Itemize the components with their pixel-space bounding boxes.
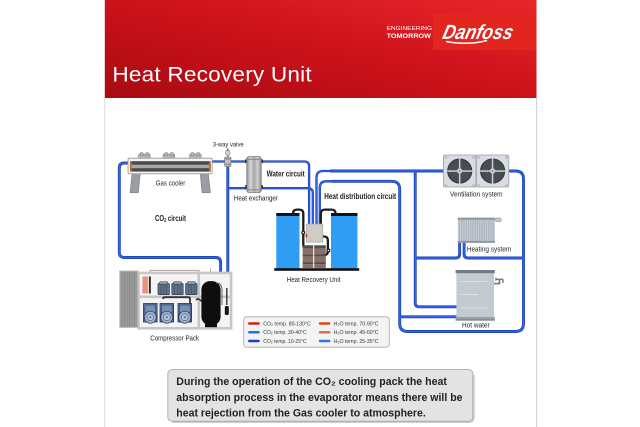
svg-text:H₂O temp. 70-90°C: H₂O temp. 70-90°C — [334, 322, 379, 328]
svg-text:Heat Recovery Unit: Heat Recovery Unit — [287, 277, 341, 284]
svg-text:Hot water: Hot water — [462, 322, 490, 329]
svg-text:CO₂ temp. 10-25°C: CO₂ temp. 10-25°C — [263, 339, 307, 345]
svg-text:CO₂ temp. 30-40°C: CO₂ temp. 30-40°C — [263, 330, 307, 336]
svg-text:CO2 circuit: CO2 circuit — [155, 214, 186, 224]
svg-text:H₂O temp. 45-60°C: H₂O temp. 45-60°C — [334, 330, 379, 336]
svg-text:Ventilation system: Ventilation system — [450, 192, 503, 199]
svg-text:heat rejection from the Gas co: heat rejection from the Gas cooler to at… — [176, 407, 425, 419]
svg-text:H₂O temp. 25-35°C: H₂O temp. 25-35°C — [334, 339, 379, 345]
svg-text:3-way valve: 3-way valve — [213, 141, 244, 148]
svg-text:ENGINEERING: ENGINEERING — [387, 26, 432, 32]
svg-text:Gas cooler: Gas cooler — [156, 181, 186, 188]
svg-text:During the operation of the CO: During the operation of the CO₂ cooling … — [176, 376, 447, 388]
svg-text:Heating system: Heating system — [467, 247, 512, 254]
svg-text:Danfoss: Danfoss — [440, 21, 516, 44]
svg-text:CO₂ temp. 80-130°C: CO₂ temp. 80-130°C — [263, 322, 311, 328]
svg-text:Heat distribution circuit: Heat distribution circuit — [324, 192, 396, 201]
svg-text:Heat Recovery Unit: Heat Recovery Unit — [112, 64, 312, 87]
svg-text:Compressor Pack: Compressor Pack — [150, 335, 199, 342]
svg-text:absorption process in the evap: absorption process in the evaporator mea… — [176, 392, 462, 404]
svg-text:Heat exchanger: Heat exchanger — [234, 195, 279, 202]
svg-text:TOMORROW: TOMORROW — [387, 33, 432, 40]
svg-text:Water circuit: Water circuit — [267, 170, 305, 179]
